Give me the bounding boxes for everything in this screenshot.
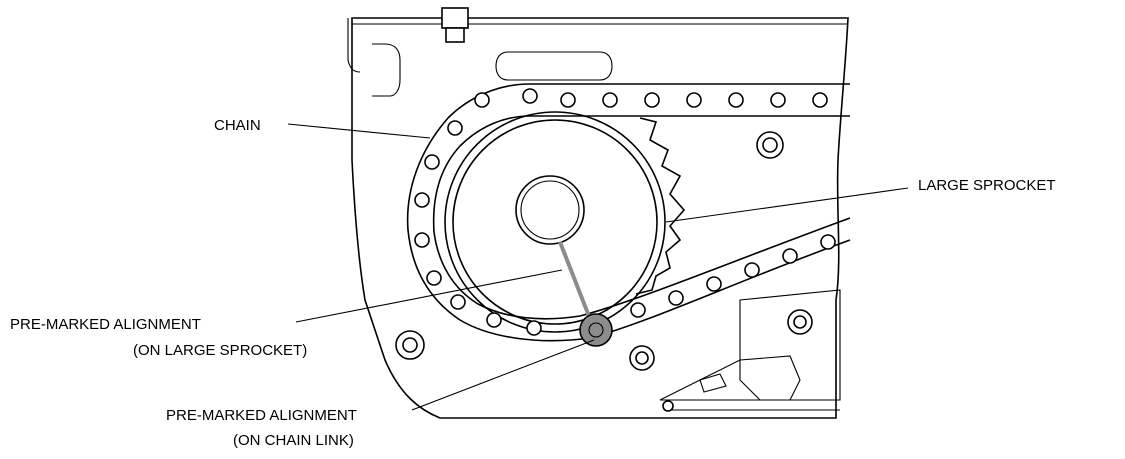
chain [406, 83, 851, 342]
sprocket-alignment-label-line2: (ON LARGE SPROCKET) [133, 342, 307, 359]
chain-label: CHAIN [214, 117, 261, 134]
chain-alignment-label-line2: (ON CHAIN LINK) [233, 432, 354, 449]
large-sprocket-label: LARGE SPROCKET [918, 177, 1056, 194]
leader-lines [287, 123, 909, 411]
large-sprocket [444, 111, 686, 333]
alignment-marks [558, 241, 613, 347]
sprocket-alignment-label-line1: PRE-MARKED ALIGNMENT [10, 316, 201, 333]
housing-frame [347, 7, 849, 419]
chain-link-alignment-mark [579, 313, 613, 347]
chain-alignment-label-line1: PRE-MARKED ALIGNMENT [166, 407, 357, 424]
sprocket-alignment-mark [558, 241, 594, 325]
